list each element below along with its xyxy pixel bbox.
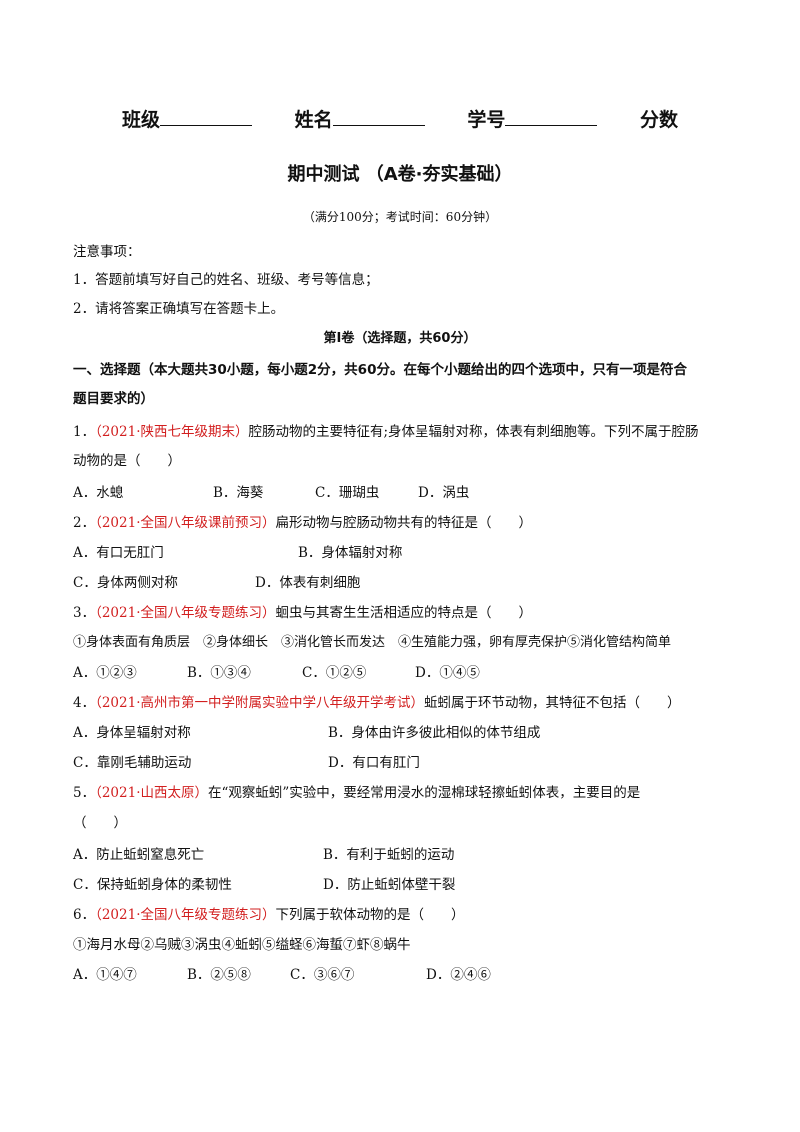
question-4: 4．（2021·高州市第一中学附属实验中学八年级开学考试）蚯蚓属于环节动物，其特… [73,695,681,711]
option-a[interactable]: A．水螅 [73,485,124,501]
score-label: 分数 [639,109,678,131]
question-6-statements: ①海月水母②乌贼③涡虫④蚯蚓⑤缢蛏⑥海蜇⑦虾⑧蜗牛 [73,937,411,953]
id-field: 学号 [467,105,598,132]
student-info-header: 班级 姓名 学号 分数 [0,105,800,132]
question-source: （2021·全国八年级专题练习） [95,907,276,923]
question-3: 3．（2021·全国八年级专题练习）蛔虫与其寄生生活相适应的特点是（ ） [73,605,532,621]
question-1-stem-cont: 动物的是（ ） [73,453,181,469]
option-d[interactable]: D．②④⑥ [426,967,491,983]
question-source: （2021·全国八年级专题练习） [95,605,276,621]
class-field: 班级 [122,105,253,132]
notice-item: 1．答题前填写好自己的姓名、班级、考号等信息； [73,272,379,288]
notice-heading: 注意事项： [73,244,141,260]
question-source: （2021·陕西七年级期末） [95,424,249,440]
option-a[interactable]: A．有口无肛门 [73,545,164,561]
option-a[interactable]: A．身体呈辐射对称 [73,725,191,741]
question-3-statements: ①身体表面有角质层 ②身体细长 ③消化管长而发达 ④生殖能力强，卵有厚壳保护⑤消… [73,635,672,650]
class-blank[interactable] [160,107,253,126]
option-a[interactable]: A．①④⑦ [73,967,137,983]
option-d[interactable]: D．①④⑤ [415,665,480,681]
class-label: 班级 [122,109,161,131]
section-heading-cont: 题目要求的） [73,391,154,407]
option-b[interactable]: B．海葵 [213,485,264,501]
id-label: 学号 [467,109,506,131]
option-c[interactable]: C．身体两侧对称 [73,575,178,591]
question-5-stem-cont: （ ） [73,815,127,831]
option-c[interactable]: C．珊瑚虫 [315,485,380,501]
question-source: （2021·高州市第一中学附属实验中学八年级开学考试） [95,695,424,711]
option-c[interactable]: C．靠刚毛辅助运动 [73,755,192,771]
question-source: （2021·全国八年级课前预习） [95,515,276,531]
id-blank[interactable] [505,107,598,126]
option-c[interactable]: C．①②⑤ [302,665,367,681]
option-b[interactable]: B．身体辐射对称 [298,545,403,561]
option-b[interactable]: B．①③④ [187,665,251,681]
score-field: 分数 [640,105,678,132]
question-source: （2021·山西太原） [95,785,208,801]
exam-subtitle: （满分100分；考试时间：60分钟） [302,210,498,224]
option-a[interactable]: A．防止蚯蚓窒息死亡 [73,847,205,863]
option-b[interactable]: B．有利于蚯蚓的运动 [323,847,455,863]
name-blank[interactable] [332,107,425,126]
notice-item: 2．请将答案正确填写在答题卡上。 [73,301,285,317]
option-b[interactable]: B．身体由许多彼此相似的体节组成 [328,725,541,741]
question-1: 1．（2021·陕西七年级期末）腔肠动物的主要特征有;身体呈辐射对称，体表有刺细… [73,424,699,440]
option-b[interactable]: B．②⑤⑧ [187,967,251,983]
option-d[interactable]: D．涡虫 [418,485,470,501]
question-2: 2．（2021·全国八年级课前预习）扁形动物与腔肠动物共有的特征是（ ） [73,515,532,531]
option-c[interactable]: C．③⑥⑦ [290,967,355,983]
name-field: 姓名 [295,105,425,132]
option-c[interactable]: C．保持蚯蚓身体的柔韧性 [73,877,232,893]
option-a[interactable]: A．①②③ [73,665,137,681]
option-d[interactable]: D．体表有刺细胞 [255,575,361,591]
volume-title: 第I卷（选择题，共60分） [323,331,477,346]
question-5: 5．（2021·山西太原）在“观察蚯蚓”实验中，要经常用浸水的湿棉球轻擦蚯蚓体表… [73,785,641,801]
question-6: 6．（2021·全国八年级专题练习）下列属于软体动物的是（ ） [73,907,465,923]
exam-title: 期中测试 （A卷·夯实基础） [287,164,513,185]
option-d[interactable]: D．有口有肛门 [328,755,420,771]
section-heading: 一、选择题（本大题共30小题，每小题2分，共60分。在每个小题给出的四个选项中，… [73,362,687,378]
option-d[interactable]: D．防止蚯蚓体壁干裂 [323,877,456,893]
name-label: 姓名 [294,109,333,131]
